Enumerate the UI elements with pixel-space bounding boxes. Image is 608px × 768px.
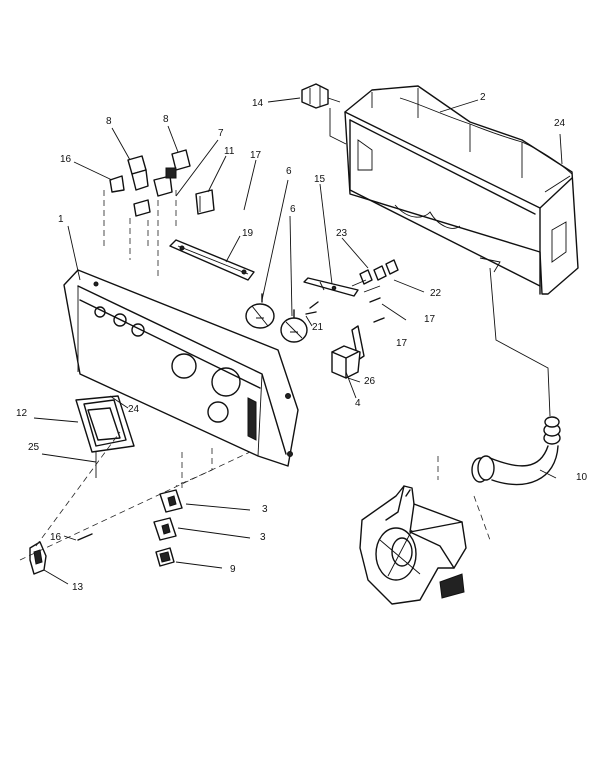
part-switch-13 (29, 541, 47, 575)
callout-26: 26 (364, 376, 376, 387)
callout-6b: 6 (290, 204, 296, 215)
part-relay-4 (331, 345, 361, 379)
callout-10: 10 (576, 472, 588, 483)
callout-23: 23 (336, 228, 348, 239)
callout-6a: 6 (286, 166, 292, 177)
part-hose-10 (471, 416, 561, 486)
part-clips-22-23 (351, 259, 399, 323)
part-blower-housing (359, 485, 467, 605)
callout-4: 4 (355, 398, 361, 409)
part-knob-9 (155, 547, 175, 567)
callout-25: 25 (28, 442, 40, 453)
part-housing-box (344, 85, 579, 295)
callout-3b: 3 (260, 532, 266, 543)
part-knobs (109, 149, 215, 217)
callout-14: 14 (252, 98, 264, 109)
part-rail-19 (169, 239, 255, 281)
leader-lines (33, 97, 563, 585)
part-thermostat-6b (280, 309, 308, 343)
callout-7: 7 (218, 128, 224, 139)
callout-15: 15 (314, 174, 326, 185)
callout-9: 9 (230, 564, 236, 575)
part-switch-3b (153, 517, 177, 541)
callout-8a: 8 (106, 116, 112, 127)
callout-1: 1 (58, 214, 64, 225)
callout-3a: 3 (262, 504, 268, 515)
part-thermostat-6a (245, 293, 275, 329)
part-switch-3a (159, 489, 183, 513)
callout-21: 21 (312, 322, 324, 333)
part-label-plate-12 (75, 395, 135, 453)
part-bracket-14 (301, 83, 329, 109)
callout-11: 11 (224, 146, 235, 157)
part-bar-15 (303, 277, 359, 297)
callout-2: 2 (480, 92, 486, 103)
callout-19: 19 (242, 228, 254, 239)
callout-13: 13 (72, 582, 84, 593)
part-control-panel (63, 269, 299, 467)
callout-24a: 24 (554, 118, 566, 129)
callout-17b: 17 (424, 314, 436, 325)
callout-8b: 8 (163, 114, 169, 125)
callout-22: 22 (430, 288, 442, 299)
callout-17a: 17 (250, 150, 262, 161)
callout-24b: 24 (128, 404, 140, 415)
callout-12: 12 (16, 408, 28, 419)
callout-17c: 17 (396, 338, 408, 349)
callout-16a: 16 (60, 154, 72, 165)
callout-16b: 16 (50, 532, 62, 543)
callout-labels: 1 2 3 3 4 6 6 7 8 8 9 10 11 12 13 14 15 … (16, 92, 588, 593)
